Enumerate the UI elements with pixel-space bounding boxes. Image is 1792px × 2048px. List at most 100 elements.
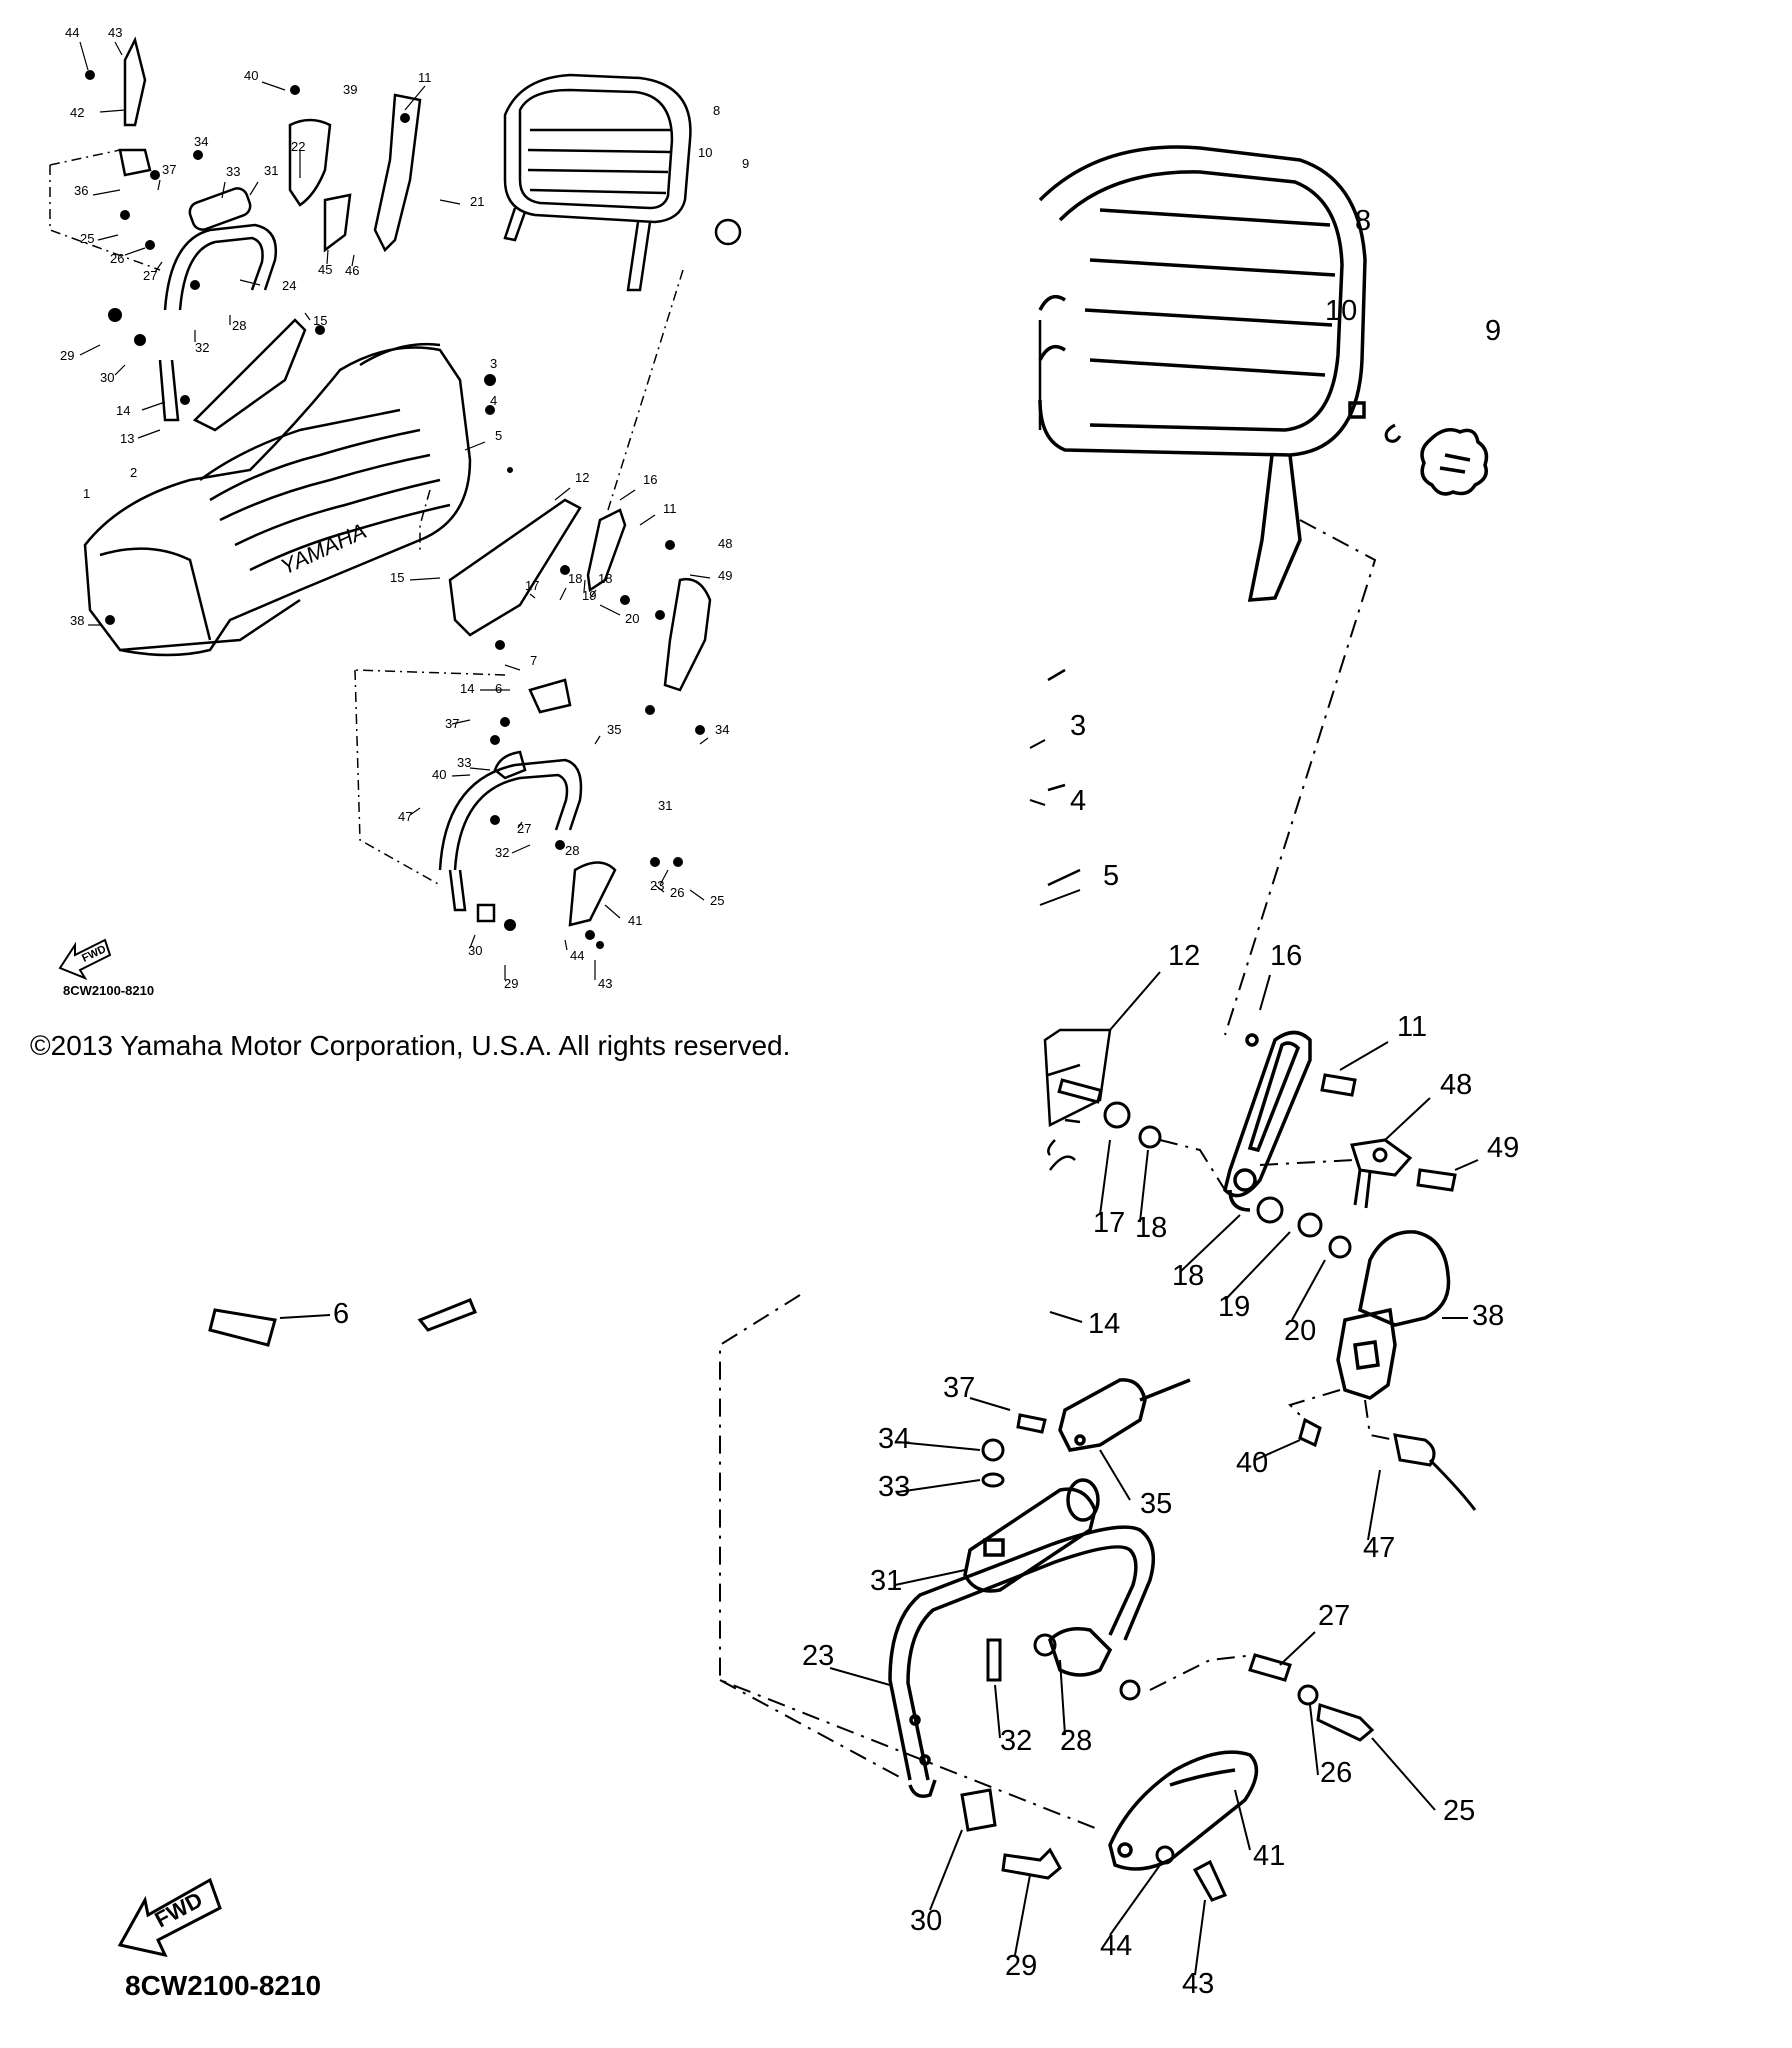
callout-leader-40: [261, 81, 286, 91]
fwd-arrow-large: FWD: [117, 1877, 222, 1958]
callout-leader-47: [1367, 1469, 1381, 1541]
callout-leader-3: [1029, 739, 1046, 749]
callout-40: 40: [1236, 1447, 1268, 1479]
callout-43: 43: [1182, 1968, 1214, 2000]
callout-30: 30: [910, 1905, 942, 1937]
callout-leader-17: [1099, 1139, 1111, 1216]
callout-10: 10: [698, 145, 712, 160]
callout-30: 30: [468, 943, 482, 958]
callout-35: 35: [1140, 1488, 1172, 1520]
callout-23: 23: [802, 1640, 834, 1672]
callout-leader-34: [897, 1441, 981, 1451]
callout-15: 15: [390, 570, 404, 585]
callout-16: 16: [643, 472, 657, 487]
callout-10: 10: [1325, 295, 1357, 327]
callout-leader-27: [154, 261, 163, 273]
callout-32: 32: [495, 845, 509, 860]
callout-leader-30: [929, 1829, 963, 1911]
backrest-pad: [1038, 145, 1367, 602]
callout-6: 6: [495, 681, 502, 696]
callout-28: 28: [565, 843, 579, 858]
callout-14: 14: [460, 681, 474, 696]
callout-41: 41: [628, 913, 642, 928]
callout-3: 3: [1070, 710, 1086, 742]
callout-14: 14: [116, 403, 130, 418]
callout-leader-32: [511, 844, 531, 854]
callout-leader-26: [124, 247, 146, 256]
callout-leader-35: [594, 735, 601, 745]
callout-leader-20: [599, 604, 621, 616]
callout-leader-11: [404, 85, 426, 111]
callout-leader-30: [114, 364, 126, 376]
callout-leader-12: [554, 487, 571, 501]
callout-leader-29: [1014, 1874, 1031, 1956]
callout-leader-37: [451, 719, 471, 725]
callout-5: 5: [495, 428, 502, 443]
callout-48: 48: [1440, 1069, 1472, 1101]
callout-leader-47: [409, 807, 421, 816]
callout-26: 26: [1320, 1757, 1352, 1789]
callout-18: 18: [598, 571, 612, 586]
bracket-35: [1058, 1378, 1191, 1452]
callout-31: 31: [658, 798, 672, 813]
part-code-large: 8CW2100-8210: [125, 1970, 321, 2001]
callout-leader-18: [559, 587, 567, 601]
callout-14: 14: [1088, 1308, 1120, 1340]
frame-assembly-overview: [438, 498, 712, 927]
callout-leader-44: [79, 41, 89, 71]
callout-16: 16: [1270, 940, 1302, 972]
callout-leader-7: [504, 664, 521, 671]
pad-41: [1108, 1750, 1259, 1871]
callout-19: 19: [582, 588, 596, 603]
callout-leader-34: [699, 737, 709, 745]
callout-45: 45: [318, 262, 332, 277]
callout-leader-46: [351, 254, 355, 267]
callout-leader-30: [469, 934, 476, 949]
callout-leader-13: [137, 429, 161, 439]
detail-fasteners: [208, 1073, 1477, 1902]
callout-leader-44: [1109, 1864, 1161, 1936]
callout-21: 21: [470, 194, 484, 209]
callout-37: 37: [943, 1372, 975, 1404]
grab-rail-upper: [118, 148, 278, 422]
callout-leader-15: [409, 577, 441, 581]
callout-1: 1: [83, 486, 90, 501]
callout-22: 22: [291, 139, 305, 154]
callout-leader-44: [564, 939, 568, 951]
callout-11: 11: [663, 501, 677, 516]
detail-diagram: FWD 8CW2100-8210 81093451216114849171818…: [117, 145, 1519, 2001]
callout-leader-49: [689, 574, 711, 579]
callout-leader-40: [1254, 1439, 1301, 1461]
callout-43: 43: [598, 976, 612, 991]
callout-leader-36: [92, 189, 121, 196]
detail-leaders: [719, 519, 1396, 1831]
callout-27: 27: [143, 268, 157, 283]
callout-44: 44: [65, 25, 79, 40]
callout-leader-41: [604, 904, 621, 919]
callout-leader-37: [157, 179, 161, 191]
callout-29: 29: [1005, 1950, 1037, 1982]
callout-leader-18: [589, 589, 597, 599]
callout-leader-26: [1309, 1704, 1319, 1776]
callout-40: 40: [244, 68, 258, 83]
backrest-small: [503, 73, 692, 292]
callout-leader-25: [689, 889, 705, 901]
callout-leader-31: [249, 181, 259, 196]
callout-28: 28: [232, 318, 246, 333]
callout-leader-33: [469, 767, 491, 771]
seat: [83, 342, 472, 657]
overview-diagram: YAMAHA: [49, 25, 749, 998]
callout-18: 18: [568, 571, 582, 586]
callout-34: 34: [194, 134, 208, 149]
callout-38: 38: [1472, 1300, 1504, 1332]
callout-12: 12: [1168, 940, 1200, 972]
callout-32: 32: [195, 340, 209, 355]
callout-32: 32: [1000, 1725, 1032, 1757]
callout-26: 26: [670, 885, 684, 900]
callout-leader-16: [1259, 974, 1271, 1011]
callout-leader-40: [451, 774, 471, 777]
callout-41: 41: [1253, 1840, 1285, 1872]
callout-24: 24: [282, 278, 296, 293]
callout-leader-23: [659, 869, 669, 886]
